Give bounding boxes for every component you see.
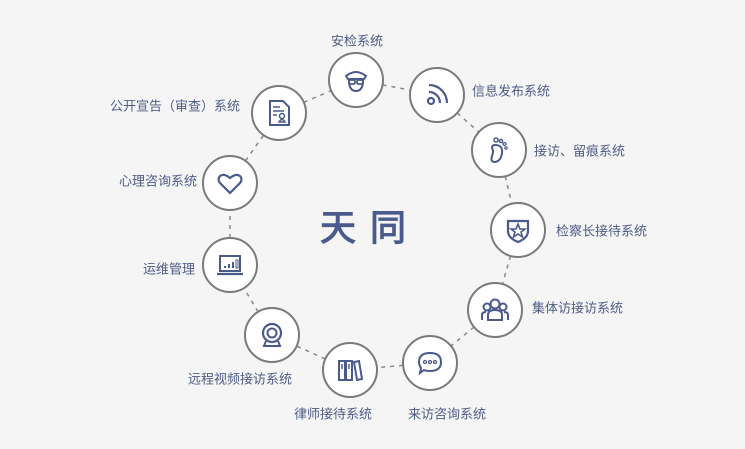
system-node[interactable] <box>471 122 527 178</box>
chat-bubble-icon <box>417 351 443 376</box>
system-node[interactable] <box>402 335 458 391</box>
certificate-document-icon <box>269 100 290 126</box>
rss-icon <box>426 83 449 106</box>
system-label: 信息发布系统 <box>472 84 551 100</box>
system-node[interactable] <box>202 155 258 211</box>
system-label: 律师接待系统 <box>293 407 373 423</box>
binders-icon <box>338 359 364 382</box>
heart-icon <box>217 173 243 195</box>
center-title: 天同 <box>319 208 421 249</box>
system-node[interactable] <box>409 67 465 123</box>
group-icon <box>481 298 509 321</box>
system-label: 检察长接待系统 <box>556 224 648 240</box>
system-label: 集体访接访系统 <box>532 301 624 317</box>
system-node[interactable] <box>244 307 300 363</box>
system-node[interactable] <box>467 282 523 338</box>
system-node[interactable] <box>328 52 384 108</box>
laptop-chart-icon <box>217 255 243 276</box>
system-node[interactable] <box>490 202 546 258</box>
webcam-icon <box>261 322 283 347</box>
system-label: 接访、留痕系统 <box>534 144 626 160</box>
system-node[interactable] <box>202 237 258 293</box>
system-label: 心理咨询系统 <box>118 174 197 190</box>
shield-star-icon <box>506 219 530 244</box>
system-node[interactable] <box>251 85 307 141</box>
system-label: 远程视频接访系统 <box>187 372 293 388</box>
security-guard-icon <box>344 71 368 93</box>
system-node[interactable] <box>322 342 378 398</box>
footprint-icon <box>490 137 508 164</box>
system-label: 来访咨询系统 <box>407 407 487 423</box>
system-label: 安检系统 <box>330 34 384 50</box>
system-label: 公开宣告（审查）系统 <box>109 99 240 115</box>
system-label: 运维管理 <box>142 262 195 278</box>
